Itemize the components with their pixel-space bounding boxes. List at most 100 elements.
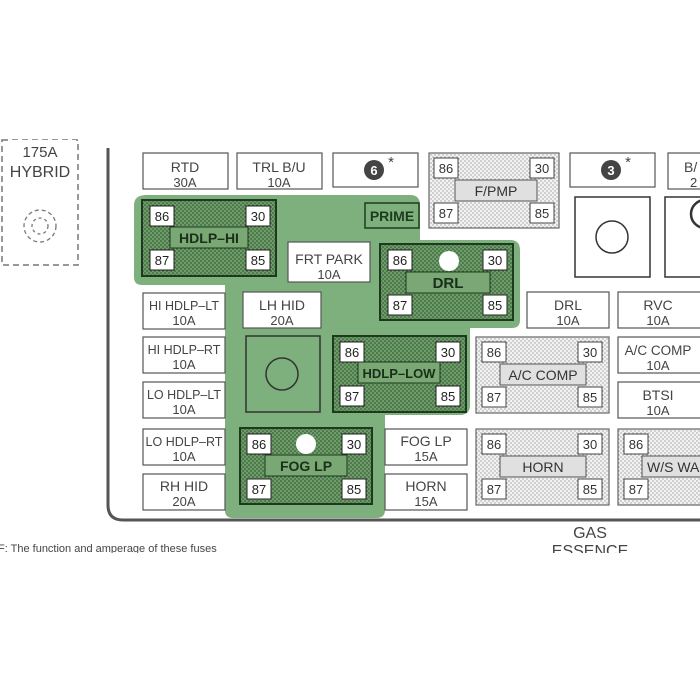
fuse-hi-hdlp-lt: HI HDLP–LT 10A (142, 292, 226, 330)
relay-label: FOG LP (280, 458, 332, 474)
number-6-icon (364, 160, 384, 180)
relay-label: F/PMP (475, 183, 518, 199)
pin-86: 86 (439, 161, 453, 176)
fuse-amp: 15A (414, 494, 437, 509)
pin-30: 30 (441, 345, 455, 360)
pin-87: 87 (439, 206, 453, 221)
fuse-prime: PRIME (364, 202, 420, 229)
fuse-lo-hdlp-rt: LO HDLP–RT 10A (142, 428, 226, 466)
hybrid-bolt-icon (23, 209, 57, 243)
fuse-name: FOG LP (400, 433, 451, 449)
relay-dot-icon (296, 434, 316, 454)
fuse-drl: DRL 10A (526, 291, 610, 329)
pin-85: 85 (488, 298, 502, 313)
bolt-icon (265, 357, 299, 391)
prime-label: PRIME (370, 208, 414, 224)
pin-87: 87 (393, 298, 407, 313)
gas-label: GAS (573, 525, 607, 542)
hybrid-fuse: 175A HYBRID (1, 139, 79, 266)
pin-85: 85 (535, 206, 549, 221)
fuse-amp: 30A (173, 175, 196, 190)
relay-label: DRL (433, 275, 464, 292)
fuse-lh-hid: LH HID 20A (242, 291, 322, 329)
fuse-amp: 10A (556, 313, 579, 328)
pin-87: 87 (487, 390, 501, 405)
footnote: F: The function and amperage of these fu… (0, 543, 217, 555)
fuse-rvc: RVC 10A (617, 291, 700, 329)
relay-hdlp-low: 86 30 87 85 HDLP–LOW (332, 335, 467, 413)
fuse-amp: 10A (317, 267, 340, 282)
pin-85: 85 (251, 253, 265, 268)
pin-87: 87 (155, 253, 169, 268)
pin-85: 85 (583, 390, 597, 405)
relay-hdlp-hi: 86 30 87 85 HDLP–HI (141, 199, 277, 277)
relay-label: HDLP–LOW (363, 366, 437, 381)
hybrid-label: HYBRID (10, 164, 70, 181)
pin-85: 85 (583, 482, 597, 497)
fuse-amp: 10A (646, 403, 669, 418)
fuse-name: LO HDLP–LT (147, 388, 221, 402)
relay-label: HORN (522, 459, 563, 475)
pin-87: 87 (252, 482, 266, 497)
fuse-trl-bu: TRL B/U 10A (236, 152, 323, 190)
fuse-partial-right: B/ 2 (667, 152, 700, 190)
fuse-hi-hdlp-rt: HI HDLP–RT 10A (142, 336, 226, 374)
bolt-terminal-edge (664, 196, 700, 278)
fuse-name: HI HDLP–RT (148, 343, 221, 357)
fuse-name: LH HID (259, 297, 305, 313)
fuse-rh-hid: RH HID 20A (142, 473, 226, 511)
hybrid-amp: 175A (22, 144, 57, 161)
pin-30: 30 (583, 437, 597, 452)
bolt-icon (595, 220, 629, 254)
fuse-slot-3: 3 * (569, 152, 656, 188)
fuse-fog-lp: FOG LP 15A (384, 428, 468, 466)
fuse-name: RVC (643, 297, 672, 313)
fuse-name: HI HDLP–LT (149, 299, 219, 313)
fuse-name: BTSI (642, 387, 673, 403)
pin-86: 86 (487, 437, 501, 452)
fuse-name: LO HDLP–RT (146, 435, 223, 449)
relay-label: W/S WA (647, 459, 700, 475)
bolt-terminal (245, 335, 321, 413)
pin-30: 30 (583, 345, 597, 360)
pin-86: 86 (345, 345, 359, 360)
number-3-icon (601, 160, 621, 180)
page-bottom-blank (0, 553, 700, 700)
bolt-terminal-right (574, 196, 651, 278)
pin-85: 85 (441, 389, 455, 404)
pin-30: 30 (347, 437, 361, 452)
asterisk: * (388, 154, 394, 171)
pin-87: 87 (487, 482, 501, 497)
bolt-icon (689, 199, 700, 229)
fuse-amp: 20A (270, 313, 293, 328)
fuse-amp: 10A (646, 313, 669, 328)
relay-fpmp: 86 30 87 85 F/PMP (428, 152, 560, 229)
relay-ac-comp: 86 30 87 85 A/C COMP (475, 336, 610, 414)
fuse-ac-comp: A/C COMP 10A (617, 336, 700, 374)
fuse-amp: 10A (172, 313, 195, 328)
pin-86: 86 (393, 253, 407, 268)
fuse-amp: 10A (172, 402, 195, 417)
pin-30: 30 (251, 209, 265, 224)
fuse-horn: HORN 15A (384, 473, 468, 511)
relay-label: A/C COMP (508, 367, 577, 383)
relay-fog-lp: 86 30 87 85 FOG LP (239, 427, 373, 505)
pin-85: 85 (347, 482, 361, 497)
relay-label: HDLP–HI (179, 230, 239, 246)
pin-30: 30 (535, 161, 549, 176)
fuse-frt-park: FRT PARK 10A (287, 241, 371, 283)
pin-86: 86 (252, 437, 266, 452)
pin-86: 86 (487, 345, 501, 360)
fuse-name: A/C COMP (625, 343, 692, 358)
fuse-name: B/ (684, 159, 697, 175)
fuse-name: DRL (554, 297, 582, 313)
fuse-name: FRT PARK (295, 251, 363, 267)
fuse-amp: 10A (646, 358, 669, 373)
fuse-slot-6: 6 * (332, 152, 419, 188)
slot-number: 6 (370, 163, 377, 178)
relay-drl: 86 30 87 85 DRL (379, 243, 514, 321)
fuse-amp: 10A (172, 357, 195, 372)
pin-86: 86 (629, 437, 643, 452)
relay-dot-icon (439, 251, 459, 271)
